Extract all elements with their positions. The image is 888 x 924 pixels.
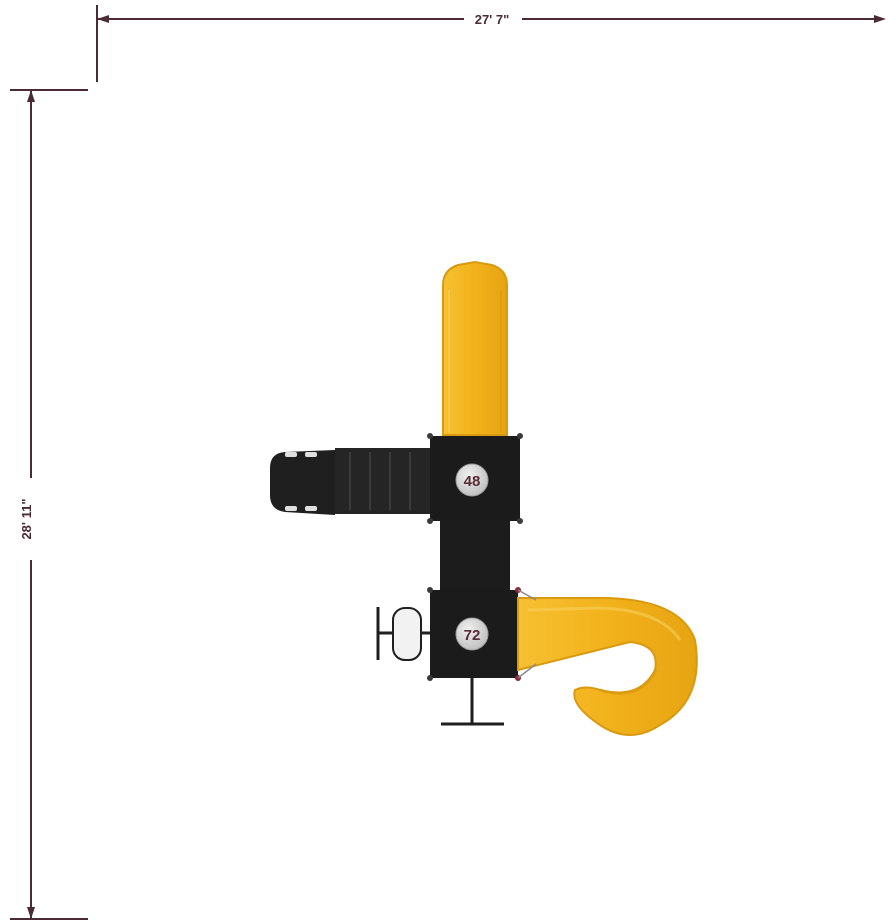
spiral-slide	[517, 589, 698, 736]
bottom-step	[441, 678, 504, 726]
deck-connector	[440, 515, 510, 593]
deck-badge-upper: 48	[455, 463, 489, 497]
rider-attachment	[376, 607, 430, 661]
width-dimension: 27' 7"	[96, 5, 886, 82]
arrow-up-icon	[27, 90, 35, 102]
height-dimension: 28' 11"	[10, 89, 88, 920]
side-ladder	[270, 448, 430, 515]
height-label: 28' 11"	[19, 498, 34, 539]
arrow-down-icon	[27, 907, 35, 919]
deck-badge-lower: 72	[455, 617, 489, 651]
deck-height-upper: 48	[464, 473, 481, 490]
deck-height-lower: 72	[464, 627, 481, 644]
width-label: 27' 7"	[475, 12, 510, 27]
straight-slide	[442, 260, 508, 436]
arrow-right-icon	[874, 15, 886, 23]
arrow-left-icon	[97, 15, 109, 23]
